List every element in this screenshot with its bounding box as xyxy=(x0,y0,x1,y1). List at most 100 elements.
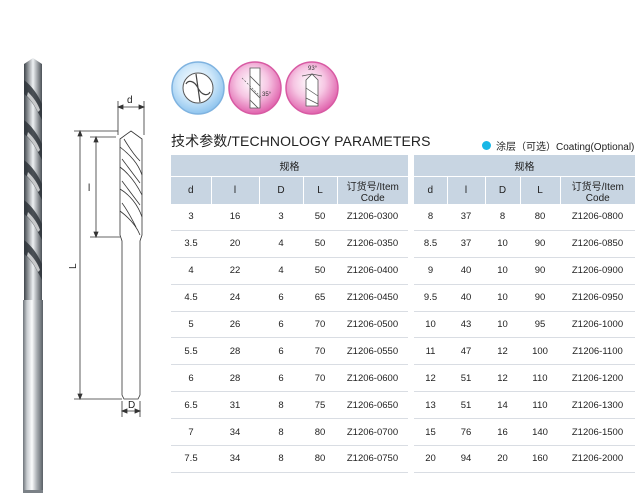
table-cell: 94 xyxy=(447,445,485,473)
table-cell: 50 xyxy=(303,230,337,258)
column-header-D: D xyxy=(484,176,520,204)
table-cell: 20 xyxy=(211,230,259,258)
table-cell: 5.5 xyxy=(171,337,211,366)
svg-text:93°: 93° xyxy=(308,66,318,72)
svg-text:35°: 35° xyxy=(262,92,272,98)
dim-label-L: L xyxy=(68,263,79,269)
table-cell: 75 xyxy=(303,391,337,420)
column-header-d: d xyxy=(171,176,211,204)
table-cell: 4 xyxy=(171,257,211,285)
table-cell: Z1206-1300 xyxy=(560,391,635,420)
table-cell: 43 xyxy=(447,311,485,339)
table-cell: Z1206-1100 xyxy=(560,337,635,366)
table-cell: 50 xyxy=(303,257,337,285)
table-cell: 28 xyxy=(211,364,259,393)
table-cell: Z1206-0500 xyxy=(337,311,408,339)
table-cell: 110 xyxy=(520,391,560,420)
dim-label-D: D xyxy=(128,400,135,411)
table-cell: 20 xyxy=(485,445,520,473)
table-cell: 12 xyxy=(485,364,520,393)
table-cell: 12 xyxy=(485,337,520,366)
table-cell: 24 xyxy=(211,284,259,312)
table-cell: 10 xyxy=(485,230,520,258)
table-cell: 9.5 xyxy=(414,284,447,312)
dim-label-l: l xyxy=(88,183,90,194)
table-cell: 4 xyxy=(259,257,303,285)
table-cell: 3.5 xyxy=(171,230,211,258)
table-cell: 22 xyxy=(211,257,259,285)
table-cell: 160 xyxy=(520,445,560,473)
table-cell: 10 xyxy=(414,311,447,339)
table-cell: Z1206-1000 xyxy=(560,311,635,339)
table-cell: 80 xyxy=(520,204,560,231)
table-cell: 12 xyxy=(414,364,447,393)
table-cell: 110 xyxy=(520,364,560,393)
table-cell: 5 xyxy=(171,311,211,339)
column-header-L: L xyxy=(519,176,560,204)
table-cell: 8 xyxy=(259,445,303,473)
column-header-D: D xyxy=(258,176,303,204)
group-header: 规格 xyxy=(414,155,635,177)
table-cell: Z1206-0700 xyxy=(337,418,408,447)
table-cell: Z1206-0300 xyxy=(337,204,408,231)
technical-drawing: d l L D xyxy=(68,95,146,417)
table-cell: 4.5 xyxy=(171,284,211,312)
table-cell: 6.5 xyxy=(171,391,211,420)
column-header-l: l xyxy=(210,176,259,204)
table-cell: 6 xyxy=(259,284,303,312)
table-cell: 37 xyxy=(447,230,485,258)
table-cell: 8 xyxy=(259,391,303,420)
drill-bit-photo xyxy=(23,58,43,493)
table-cell: 10 xyxy=(485,284,520,312)
table-cell: 9 xyxy=(414,257,447,285)
table-cell: 40 xyxy=(447,284,485,312)
coating-dot-icon xyxy=(482,141,491,150)
table-cell: 70 xyxy=(303,337,337,366)
table-cell: 10 xyxy=(485,311,520,339)
table-cell: 70 xyxy=(303,364,337,393)
table-cell: Z1206-0650 xyxy=(337,391,408,420)
dim-label-d: d xyxy=(127,95,133,106)
group-header: 规格 xyxy=(171,155,408,177)
table-cell: 14 xyxy=(485,391,520,420)
table-cell: 6 xyxy=(259,311,303,339)
table-cell: 10 xyxy=(485,257,520,285)
table-cell: Z1206-1200 xyxy=(560,364,635,393)
column-header-d: d xyxy=(414,176,447,204)
table-cell: 65 xyxy=(303,284,337,312)
table-cell: Z1206-0450 xyxy=(337,284,408,312)
table-cell: Z1206-0550 xyxy=(337,337,408,366)
table-cell: 16 xyxy=(211,204,259,231)
table-cell: 7 xyxy=(171,418,211,447)
table-cell: 50 xyxy=(303,204,337,231)
coating-note-text: 涂层（可选）Coating(Optional) xyxy=(496,142,635,153)
table-cell: 51 xyxy=(447,391,485,420)
table-cell: Z1206-0850 xyxy=(560,230,635,258)
table-cell: 26 xyxy=(211,311,259,339)
table-cell: 16 xyxy=(485,418,520,447)
table-cell: 7.5 xyxy=(171,445,211,473)
table-cell: 76 xyxy=(447,418,485,447)
table-cell: Z1206-0900 xyxy=(560,257,635,285)
table-cell: Z1206-0800 xyxy=(560,204,635,231)
table-cell: 80 xyxy=(303,445,337,473)
table-cell: 47 xyxy=(447,337,485,366)
table-cell: 8 xyxy=(414,204,447,231)
table-cell: 34 xyxy=(211,445,259,473)
table-cell: 40 xyxy=(447,257,485,285)
table-cell: 31 xyxy=(211,391,259,420)
